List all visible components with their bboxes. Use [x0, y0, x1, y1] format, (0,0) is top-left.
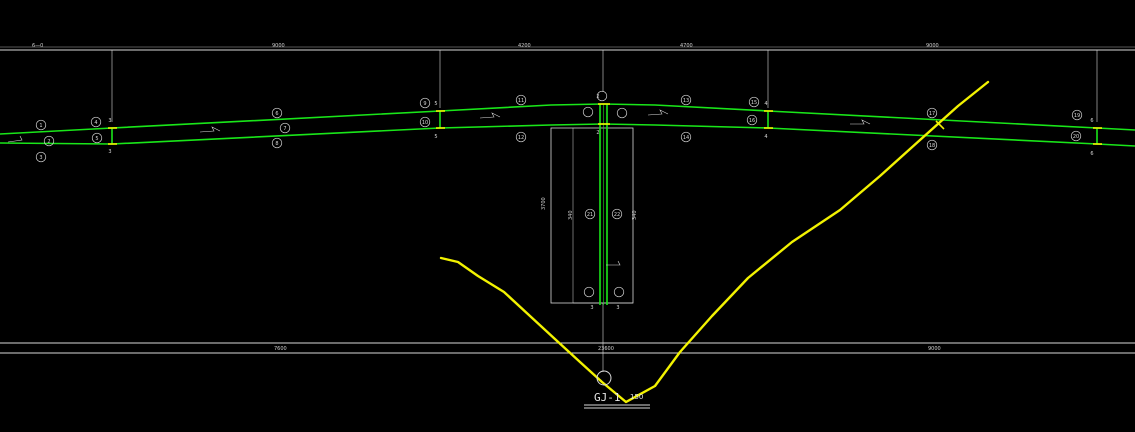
member-tag-label: 9	[423, 101, 426, 107]
bottom-dimension-line	[0, 303, 1135, 372]
top-dim-label-3: 4200	[518, 43, 531, 49]
member-tag-label: 10	[422, 120, 428, 126]
joint-label: 6	[1090, 118, 1093, 124]
column-side-label-right: 340	[632, 210, 638, 220]
member-tag-label: 11	[518, 98, 524, 104]
bottom-dim-label-3: 9000	[928, 346, 941, 352]
member-tag-label: 7	[283, 126, 286, 132]
member-tag-circle	[1070, 130, 1082, 142]
member-tag-circle	[680, 94, 692, 106]
member-tag-circle	[583, 286, 595, 298]
left-rafter	[0, 103, 604, 145]
joint-label: 3	[590, 305, 593, 311]
column-outline	[550, 127, 634, 304]
member-tag-circle	[91, 132, 103, 144]
member-tag-label: 20	[1073, 134, 1079, 140]
joint-label: 3	[616, 305, 619, 311]
member-tag-label: 19	[1074, 113, 1080, 119]
member-tag-circle	[279, 122, 291, 134]
member-tag-circle	[611, 208, 623, 220]
top-dim-label-2: 9000	[272, 43, 285, 49]
member-tag-circle	[613, 286, 625, 298]
slope-arrows	[7, 109, 871, 266]
member-tag-label: 3	[39, 155, 42, 161]
member-tag-label: 8	[275, 141, 278, 147]
top-dimension-line	[0, 46, 1135, 122]
member-tag-circle	[926, 107, 938, 119]
joint-label: 5	[434, 101, 437, 107]
top-dim-label-4: 4700	[680, 43, 693, 49]
member-tag-circle	[680, 131, 692, 143]
member-tag-label: 13	[683, 98, 689, 104]
top-dim-label-5: 9000	[926, 43, 939, 49]
member-tag-circle	[584, 208, 596, 220]
column-side-label-left: 340	[568, 210, 574, 220]
annotation-stroke	[439, 80, 990, 404]
drawing-title: GJ-1	[594, 391, 621, 404]
member-tag-circle	[419, 116, 431, 128]
member-tag-circle	[746, 114, 758, 126]
joint-markers	[108, 103, 1102, 145]
member-tag-label: 6	[275, 111, 278, 117]
member-tag-circle	[35, 119, 47, 131]
member-tag-label: 15	[751, 100, 757, 106]
member-tag-label: 14	[683, 135, 689, 141]
joint-label: 3	[108, 118, 111, 124]
member-tag-circle	[596, 90, 608, 102]
bottom-dim-label-1: 7600	[274, 346, 287, 352]
member-tag-label: 17	[929, 111, 935, 117]
member-tag-circle	[515, 94, 527, 106]
member-tag-circle	[515, 131, 527, 143]
member-tag-label: 5	[95, 136, 98, 142]
member-tag-circle	[90, 116, 102, 128]
member-tag-circle	[926, 139, 938, 151]
member-tag-circle	[271, 107, 283, 119]
section-marker-circle	[596, 370, 612, 386]
drawing-scale: 150	[630, 393, 643, 401]
member-tag-circle	[35, 151, 47, 163]
joint-label: 4	[764, 101, 767, 107]
joint-label: 2	[596, 130, 599, 136]
member-tag-label: 21	[587, 212, 593, 218]
member-tag-circle	[271, 137, 283, 149]
member-tag-label: 1	[39, 123, 42, 129]
member-tag-label: 22	[614, 212, 620, 218]
member-tag-circle	[419, 97, 431, 109]
joint-label: 3	[108, 149, 111, 155]
member-tag-circle	[43, 135, 55, 147]
joint-label: 2	[596, 94, 599, 100]
member-tag-label: 18	[929, 143, 935, 149]
member-tag-label: 4	[94, 120, 97, 126]
joint-label: 5	[434, 134, 437, 140]
joint-label: 4	[764, 134, 767, 140]
member-tag-label: 12	[518, 135, 524, 141]
member-tag-circle	[748, 96, 760, 108]
column-dim-label: 3700	[541, 197, 547, 210]
member-tag-circle	[582, 106, 594, 118]
center-column	[599, 104, 608, 305]
member-tag-circle	[616, 107, 628, 119]
member-tag-circle	[1071, 109, 1083, 121]
top-dim-label-1: 6—0	[32, 43, 43, 49]
member-tag-label: 16	[749, 118, 755, 124]
bottom-dim-label-2: 23600	[598, 346, 614, 352]
joint-label: 6	[1090, 151, 1093, 157]
member-tag-label: 2	[47, 139, 50, 145]
